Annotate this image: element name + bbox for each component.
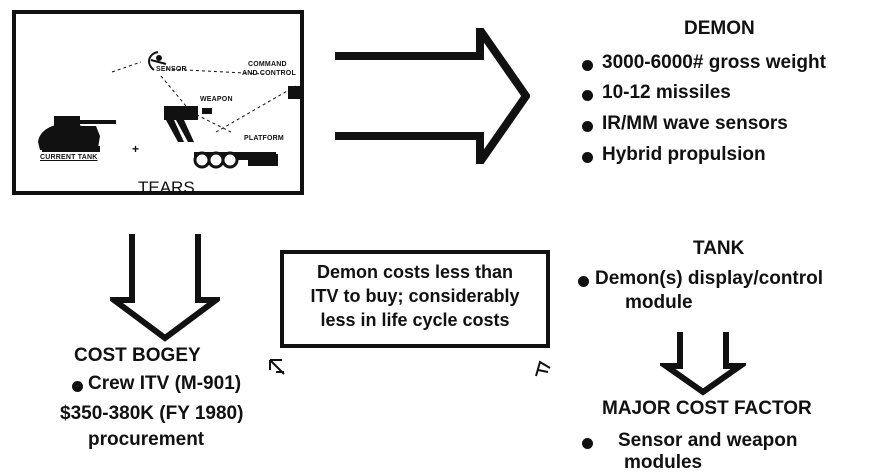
cost-bogey-section: COST BOGEY Crew ITV (M-901) $350-380K (F…	[60, 345, 280, 470]
tears-title: TEARS	[138, 178, 195, 197]
corner-mark-icon	[535, 360, 551, 377]
major-cost-bullet-line-1: Sensor and weapon	[618, 430, 798, 451]
platform-truck-icon	[193, 151, 278, 169]
bullet-icon	[72, 381, 83, 392]
tank-section: TANK Demon(s) display/control module	[575, 238, 870, 318]
and-control-label: AND CONTROL	[242, 70, 296, 77]
cost-bogey-bullet: Crew ITV (M-901)	[88, 373, 242, 394]
sensor-label: SENSOR	[156, 66, 187, 73]
bullet-icon	[582, 121, 593, 132]
comparison-box: Demon costs less than ITV to buy; consid…	[280, 250, 550, 348]
weapon-icon	[164, 106, 212, 142]
demon-bullet-4: Hybrid propulsion	[602, 144, 766, 165]
bullet-icon	[582, 152, 593, 163]
tank-bullet-line-1: Demon(s) display/control	[595, 268, 824, 289]
corner-mark-icon	[269, 359, 285, 375]
demon-section: DEMON 3000-6000# gross weight 10-12 miss…	[580, 18, 870, 178]
demon-bullet-1: 3000-6000# gross weight	[602, 52, 826, 73]
down-arrow-icon	[110, 234, 220, 342]
comparison-line-3: less in life cycle costs	[320, 310, 510, 330]
bullet-icon	[582, 60, 593, 71]
right-arrow-icon	[335, 28, 530, 164]
bullet-icon	[578, 276, 589, 287]
demon-heading: DEMON	[684, 18, 755, 39]
demon-bullet-2: 10-12 missiles	[602, 82, 731, 103]
bullet-icon	[582, 90, 593, 101]
sensor-icon	[148, 51, 167, 71]
tears-illustration	[38, 51, 300, 169]
tears-box: SENSOR COMMAND AND CONTROL WEAPON PLATFO…	[12, 10, 304, 197]
cost-bogey-price: $350-380K (FY 1980)	[60, 403, 244, 424]
major-cost-factor-heading: MAJOR COST FACTOR	[602, 398, 812, 419]
cost-bogey-procurement: procurement	[88, 429, 205, 450]
plus-sign: +	[132, 142, 140, 156]
down-arrow-icon	[660, 332, 746, 396]
bullet-icon	[582, 438, 593, 449]
comparison-line-2: ITV to buy; considerably	[310, 286, 520, 306]
cost-bogey-heading: COST BOGEY	[74, 345, 201, 366]
tank-bullet-line-2: module	[625, 292, 693, 313]
tank-heading: TANK	[693, 238, 745, 259]
comparison-line-1: Demon costs less than	[316, 262, 514, 282]
demon-bullet-3: IR/MM wave sensors	[602, 113, 788, 134]
platform-label: PLATFORM	[244, 135, 284, 142]
command-label: COMMAND	[248, 61, 287, 68]
major-cost-factor-section: MAJOR COST FACTOR Sensor and weapon modu…	[580, 398, 870, 474]
current-tank-label: CURRENT TANK	[40, 154, 98, 161]
command-control-icon	[288, 86, 300, 99]
major-cost-bullet-line-2: modules	[624, 452, 703, 473]
weapon-label: WEAPON	[200, 96, 233, 103]
tank-icon	[38, 116, 116, 152]
